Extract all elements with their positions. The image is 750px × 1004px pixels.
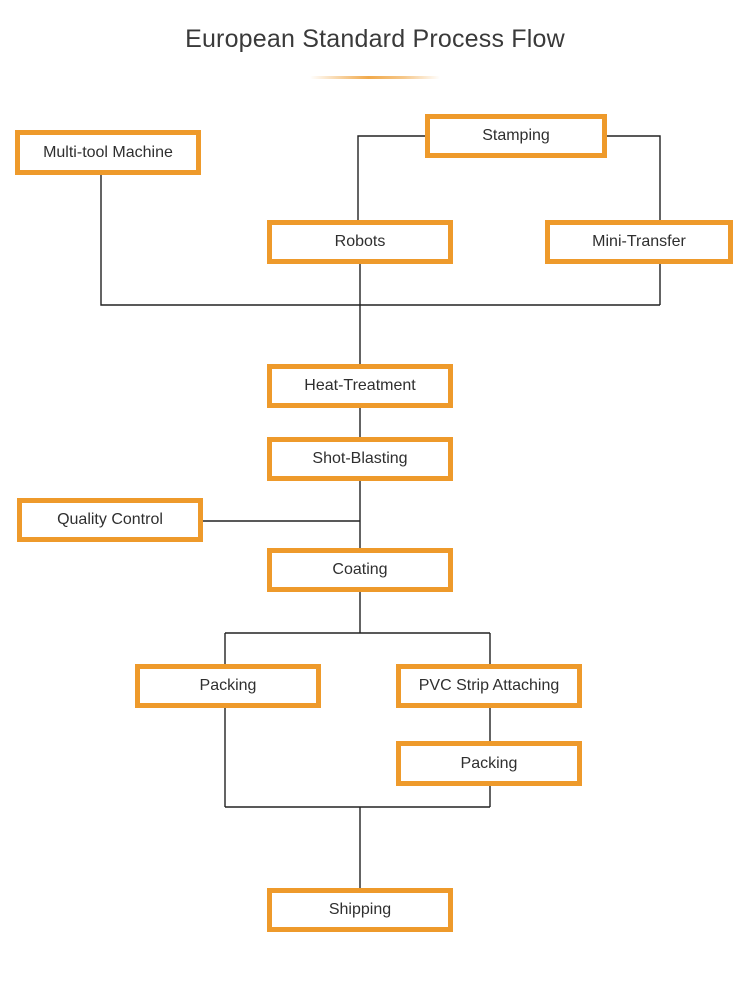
node-label-packing-left: Packing bbox=[199, 677, 257, 694]
node-label-multi-tool-machine: Multi-tool Machine bbox=[43, 143, 173, 161]
node-shipping[interactable]: Shipping bbox=[267, 888, 453, 932]
node-label-robots: Robots bbox=[334, 233, 386, 250]
node-label-shot-blasting: Shot-Blasting bbox=[312, 450, 408, 467]
node-label-packing-right: Packing bbox=[460, 754, 518, 772]
edge-multitool-to-merge-bar bbox=[100, 175, 660, 306]
node-packing-left[interactable]: Packing bbox=[135, 664, 321, 708]
node-label-heat-treatment: Heat-Treatment bbox=[304, 377, 416, 394]
node-label-mini-transfer: Mini-Transfer bbox=[592, 233, 686, 250]
node-coating[interactable]: Coating bbox=[267, 548, 453, 592]
node-quality-control[interactable]: Quality Control bbox=[17, 498, 203, 542]
node-label-stamping: Stamping bbox=[482, 127, 550, 144]
node-stamping[interactable]: Stamping bbox=[425, 114, 607, 158]
node-multi-tool-machine[interactable]: Multi-tool Machine bbox=[15, 130, 201, 175]
page-title: European Standard Process Flow bbox=[185, 25, 565, 53]
node-label-coating: Coating bbox=[332, 561, 388, 578]
node-shot-blasting[interactable]: Shot-Blasting bbox=[267, 437, 453, 481]
title-underline-rule bbox=[310, 76, 440, 79]
node-label-pvc-strip-attaching: PVC Strip Attaching bbox=[418, 677, 560, 694]
node-pvc-strip-attaching[interactable]: PVC Strip Attaching bbox=[396, 664, 582, 708]
node-label-quality-control: Quality Control bbox=[57, 511, 163, 528]
node-mini-transfer[interactable]: Mini-Transfer bbox=[545, 220, 733, 264]
node-label-shipping: Shipping bbox=[328, 901, 392, 918]
node-robots[interactable]: Robots bbox=[267, 220, 453, 264]
node-packing-right[interactable]: Packing bbox=[396, 741, 582, 786]
node-heat-treatment[interactable]: Heat-Treatment bbox=[267, 364, 453, 408]
